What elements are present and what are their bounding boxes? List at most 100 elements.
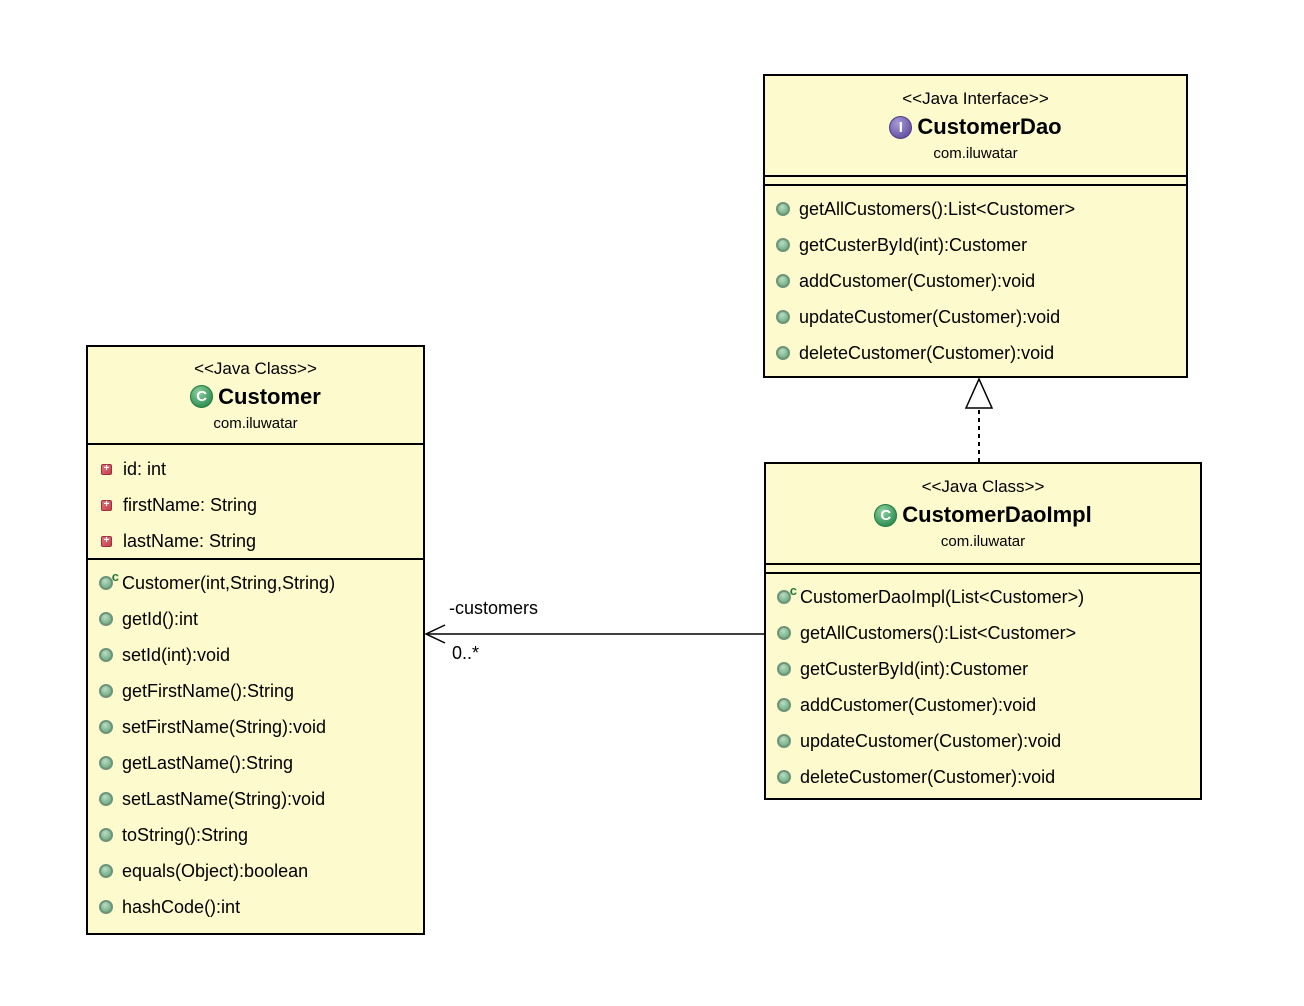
method-signature: getCusterById(int):Customer	[800, 658, 1029, 679]
method-row: setLastName(String):void	[88, 781, 423, 817]
field-icon-glyph: +	[103, 463, 110, 474]
method-signature: getAllCustomers():List<Customer>	[800, 622, 1077, 643]
method-row: equals(Object):boolean	[88, 853, 423, 889]
method-signature: getId():int	[122, 608, 199, 629]
fields-compartment: + id: int + firstName: String + lastName…	[88, 445, 423, 560]
public-method-icon	[777, 662, 791, 676]
public-method-icon	[776, 238, 790, 252]
method-row: getCusterById(int):Customer	[766, 651, 1200, 687]
field-row: + id: int	[88, 451, 423, 487]
public-method-icon	[776, 202, 790, 216]
method-signature: setFirstName(String):void	[122, 716, 327, 737]
method-row: toString():String	[88, 817, 423, 853]
private-field-icon: +	[101, 535, 112, 547]
constructor-row: c CustomerDaoImpl(List<Customer>)	[766, 579, 1200, 615]
method-row: setId(int):void	[88, 637, 423, 673]
class-box-customer-dao[interactable]: <<Java Interface>> I CustomerDao com.ilu…	[763, 74, 1188, 378]
method-signature: updateCustomer(Customer):void	[800, 730, 1062, 751]
method-row: getAllCustomers():List<Customer>	[766, 615, 1200, 651]
class-icon: C	[874, 503, 898, 527]
method-row: setFirstName(String):void	[88, 709, 423, 745]
public-method-icon	[777, 626, 791, 640]
method-signature: deleteCustomer(Customer):void	[800, 766, 1056, 787]
class-icon-letter: C	[880, 506, 892, 524]
constructor-marker: c	[111, 569, 119, 584]
method-signature: hashCode():int	[122, 896, 241, 917]
public-method-icon	[99, 900, 113, 914]
methods-compartment: c CustomerDaoImpl(List<Customer>) getAll…	[766, 574, 1200, 795]
public-method-icon	[99, 792, 113, 806]
method-signature: equals(Object):boolean	[122, 860, 309, 881]
method-row: addCustomer(Customer):void	[766, 687, 1200, 723]
stereotype-label: <<Java Interface>>	[902, 89, 1049, 108]
public-method-icon	[99, 756, 113, 770]
method-row: getFirstName():String	[88, 673, 423, 709]
association-role-label: -customers	[449, 598, 539, 618]
fields-compartment-empty	[765, 177, 1186, 186]
method-signature: updateCustomer(Customer):void	[799, 306, 1061, 327]
field-row: + firstName: String	[88, 487, 423, 523]
realization-arrowhead	[964, 377, 994, 409]
package-label: com.iluwatar	[940, 533, 1026, 550]
class-header: <<Java Class>> C CustomerDaoImpl com.ilu…	[766, 464, 1200, 565]
association-multiplicity-label: 0..*	[452, 643, 480, 663]
public-method-icon	[99, 648, 113, 662]
method-row: updateCustomer(Customer):void	[766, 723, 1200, 759]
class-name-row: C CustomerDaoImpl	[874, 500, 1092, 530]
public-method-icon	[777, 698, 791, 712]
method-signature: addCustomer(Customer):void	[800, 694, 1037, 715]
class-icon: C	[190, 385, 214, 408]
method-signature: Customer(int,String,String)	[122, 572, 336, 593]
interface-icon: I	[889, 115, 913, 139]
public-method-icon	[777, 770, 791, 784]
class-box-customer[interactable]: <<Java Class>> C Customer com.iluwatar +…	[86, 345, 425, 935]
field-icon-glyph: +	[103, 535, 110, 546]
class-header: <<Java Interface>> I CustomerDao com.ilu…	[765, 76, 1186, 177]
public-method-icon	[99, 828, 113, 842]
method-row: addCustomer(Customer):void	[765, 263, 1186, 299]
public-method-icon	[777, 734, 791, 748]
interface-icon-letter: I	[898, 118, 903, 136]
class-name: CustomerDao	[917, 114, 1062, 139]
method-row: hashCode():int	[88, 889, 423, 925]
class-icon-letter: C	[196, 388, 208, 405]
method-signature: deleteCustomer(Customer):void	[799, 342, 1055, 363]
package-label: com.iluwatar	[213, 414, 298, 432]
field-icon-glyph: +	[103, 499, 110, 510]
method-signature: getAllCustomers():List<Customer>	[799, 198, 1076, 219]
public-method-icon	[776, 346, 790, 360]
method-signature: getCusterById(int):Customer	[799, 234, 1028, 255]
association-arrowhead	[424, 624, 446, 644]
method-row: deleteCustomer(Customer):void	[766, 759, 1200, 795]
constructor-icon: c	[99, 569, 119, 590]
fields-compartment-empty	[766, 565, 1200, 574]
constructor-row: c Customer(int,String,String)	[88, 565, 423, 601]
method-row: updateCustomer(Customer):void	[765, 299, 1186, 335]
methods-compartment: getAllCustomers():List<Customer> getCust…	[765, 186, 1186, 371]
methods-compartment: c Customer(int,String,String) getId():in…	[88, 560, 423, 925]
package-label: com.iluwatar	[933, 145, 1018, 162]
class-name-row: I CustomerDao	[889, 112, 1062, 142]
stereotype-label: <<Java Class>>	[921, 477, 1045, 496]
method-signature: CustomerDaoImpl(List<Customer>)	[800, 586, 1085, 607]
method-signature: setId(int):void	[122, 644, 231, 665]
field-signature: firstName: String	[123, 494, 258, 515]
stereotype-label: <<Java Class>>	[194, 358, 317, 378]
public-method-icon	[99, 864, 113, 878]
class-name: CustomerDaoImpl	[902, 502, 1092, 527]
public-method-icon	[776, 310, 790, 324]
public-method-icon	[99, 720, 113, 734]
method-row: getLastName():String	[88, 745, 423, 781]
method-row: getCusterById(int):Customer	[765, 227, 1186, 263]
class-header: <<Java Class>> C Customer com.iluwatar	[88, 347, 423, 445]
constructor-icon: c	[777, 583, 797, 604]
class-box-customer-dao-impl[interactable]: <<Java Class>> C CustomerDaoImpl com.ilu…	[764, 462, 1202, 800]
private-field-icon: +	[101, 499, 112, 511]
public-method-icon	[99, 612, 113, 626]
constructor-marker: c	[789, 583, 797, 598]
method-row: getAllCustomers():List<Customer>	[765, 191, 1186, 227]
public-method-icon	[99, 684, 113, 698]
method-signature: toString():String	[122, 824, 249, 845]
method-signature: getFirstName():String	[122, 680, 295, 701]
